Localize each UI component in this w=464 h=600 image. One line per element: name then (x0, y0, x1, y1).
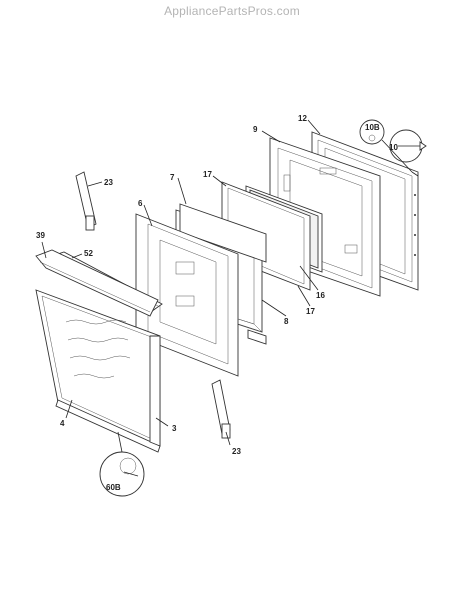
hinge-left-part[interactable] (75, 171, 97, 231)
callout-23b: 23 (232, 447, 241, 456)
callout-3: 3 (172, 424, 177, 433)
callout-12: 12 (298, 114, 307, 123)
screw-60b-inset[interactable]: 60B (99, 451, 145, 497)
door-bottom-trim-part[interactable] (55, 335, 161, 453)
callout-17b: 17 (306, 307, 315, 316)
callout-16: 16 (316, 291, 325, 300)
callout-52: 52 (84, 249, 93, 258)
callout-17a: 17 (203, 170, 212, 179)
screw-10-inset[interactable]: 10 (389, 129, 427, 163)
leader-lines (41, 119, 321, 446)
screw-10b-inset[interactable]: 10B (359, 119, 385, 145)
hinge-right-part[interactable] (211, 379, 231, 439)
callout-10: 10 (389, 143, 398, 152)
callout-10b: 10B (365, 123, 380, 132)
panel-glass-pattern (65, 319, 131, 379)
callout-8: 8 (284, 317, 289, 326)
callout-23a: 23 (104, 178, 113, 187)
callout-60b: 60B (106, 483, 121, 492)
watermark: AppliancePartsPros.com (164, 4, 300, 18)
callout-7: 7 (170, 173, 175, 182)
handle-trim-part[interactable] (35, 249, 159, 317)
callout-9: 9 (253, 125, 258, 134)
callout-labels: 9 12 7 17 6 23 39 52 16 8 17 4 3 23 (36, 114, 325, 456)
callout-6: 6 (138, 199, 143, 208)
callout-39: 39 (36, 231, 45, 240)
callout-4: 4 (60, 419, 65, 428)
